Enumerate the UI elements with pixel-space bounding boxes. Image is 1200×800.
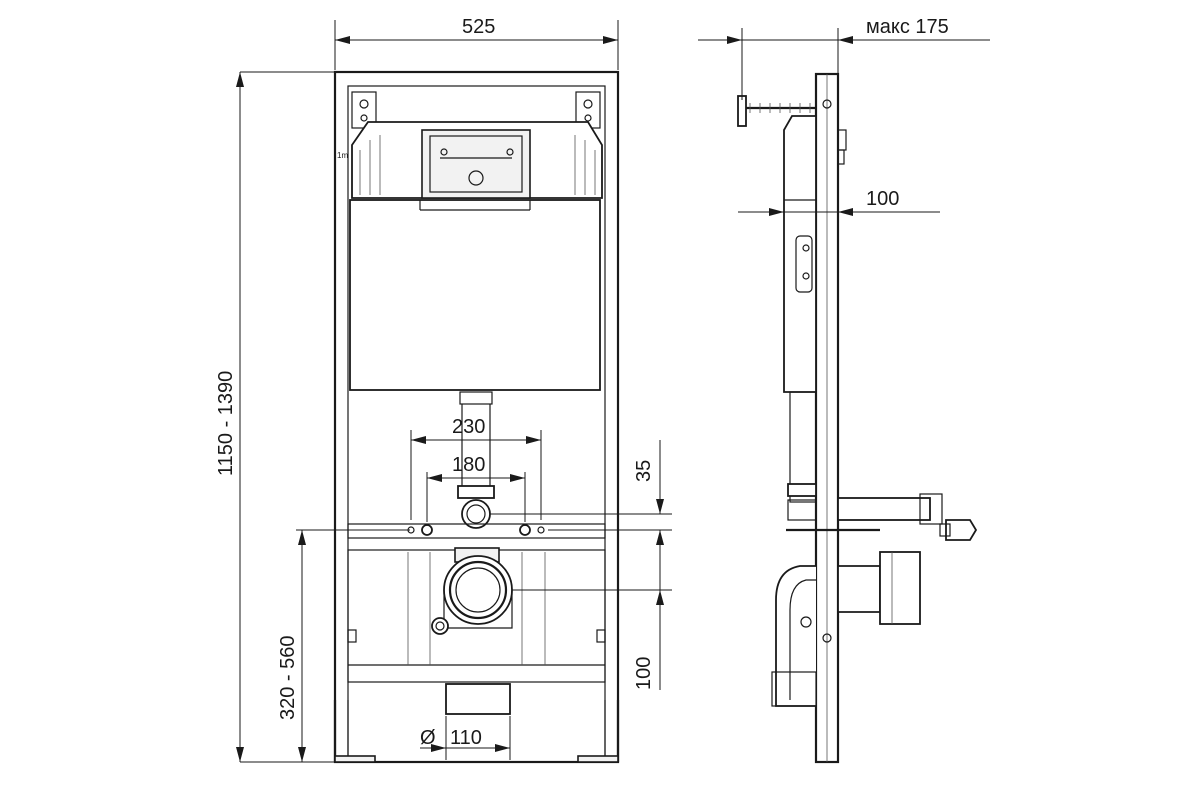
dim-offset-100-bottom: 100 <box>633 657 655 690</box>
waste-outlet <box>431 547 513 635</box>
frame-inner <box>347 85 606 763</box>
drain-pipe <box>445 683 511 715</box>
cistern-side <box>783 115 817 393</box>
flush-valve-block <box>421 129 531 199</box>
flush-pipe <box>457 391 495 529</box>
dim-offset-100-top: 100 <box>866 188 899 210</box>
front-view: 1m <box>333 70 620 764</box>
dim-height-1150-1390: 1150 - 1390 <box>215 371 237 476</box>
waste-bend <box>771 551 921 707</box>
dimension-lines <box>236 20 990 763</box>
level-mark-label: 1m <box>337 151 348 160</box>
dim-spacing-180: 180 <box>452 454 485 476</box>
dim-diameter-symbol: Ø <box>420 727 436 749</box>
flush-connector <box>837 493 978 541</box>
mounting-crossbar <box>347 523 606 539</box>
dim-width-525: 525 <box>462 16 495 38</box>
dim-depth-max-175: макс 175 <box>866 16 949 38</box>
cistern-top <box>351 121 603 199</box>
side-view <box>737 72 978 764</box>
cistern-tank <box>349 199 601 391</box>
dim-height-320-560: 320 - 560 <box>277 635 299 720</box>
dim-diameter-110: 110 <box>450 727 482 749</box>
dim-spacing-230: 230 <box>452 416 485 438</box>
dim-offset-35: 35 <box>633 460 655 482</box>
